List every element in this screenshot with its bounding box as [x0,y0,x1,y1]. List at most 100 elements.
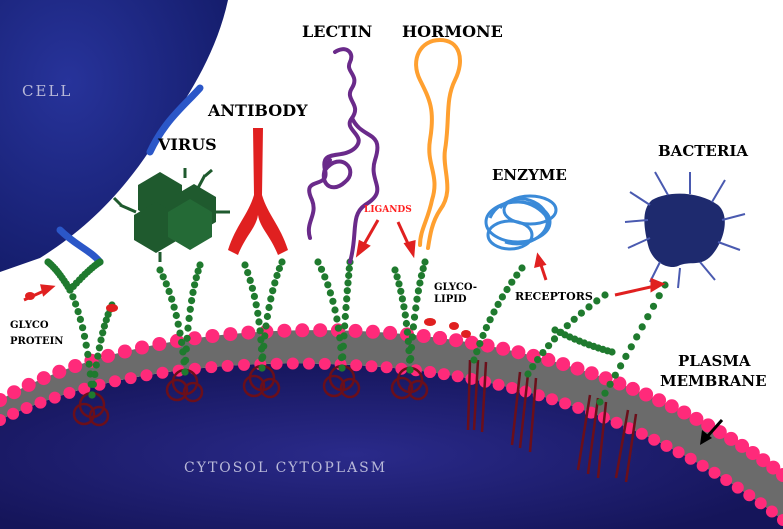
antibody-label: ANTIBODY [207,101,308,120]
sugar-bead [96,258,103,265]
lipid-head [135,341,149,355]
sugar-bead [188,297,195,304]
lectin [309,49,378,262]
sugar-bead [261,332,268,339]
ligands-label: LIGANDS [364,205,412,215]
sugar-bead [406,366,413,373]
sugar-bead [413,296,420,303]
bacteria [625,172,745,288]
sugar-bead [411,314,418,321]
lipid-head [755,497,767,509]
lipid-head [689,412,703,426]
sugar-bead [402,311,409,318]
plasma-label-line1: PLASMA [678,352,751,370]
sugar-bead [168,296,175,303]
lipid-head [366,360,378,372]
sugar-bead [184,325,191,332]
bacteria-label: BACTERIA [658,142,748,160]
sugar-bead [346,265,353,272]
sugar-bead [79,324,86,331]
sugar-bead [156,266,163,273]
sugar-bead [340,332,347,339]
sugar-bead [487,316,494,323]
lipid-head [506,382,518,394]
sugar-bead [415,287,422,294]
cytosol-label: CYTOSOL CYTOPLASM [184,460,387,476]
sugar-bead [612,372,619,379]
lipid-head [720,474,732,486]
sugar-bead [81,333,88,340]
sugar-bead [539,349,546,356]
sugar-bead [318,266,325,273]
sugar-bead [96,344,103,351]
lipid-head [433,331,447,345]
lipid-head [118,345,132,359]
enzyme [486,196,556,249]
sugar-bead [395,280,402,287]
lipid-head [223,327,237,341]
sugar-bead [329,298,336,305]
lipid-head [49,392,61,404]
sugar-bead [408,344,415,351]
sugar-bead [412,304,419,311]
sugar-bead [416,279,423,286]
sugar-bead [324,281,331,288]
receptor-arrow [615,286,655,295]
lipid-head [511,345,525,359]
sugar-bead [99,329,106,336]
sugar-bead [571,316,578,323]
sugar-bead [394,273,401,280]
sugar-bead [551,335,558,342]
lipid-head [35,397,47,409]
lipid-head [381,361,393,373]
lipid-head [626,382,640,396]
lipid-head [313,323,327,337]
sugar-bead [403,320,410,327]
sugar-bead [94,353,101,360]
lipid-head [21,402,33,414]
lipid-head [7,408,19,420]
sugar-bead [72,300,79,307]
lipid-head [238,359,250,371]
sugar-bead [265,304,272,311]
sugar-bead [513,272,520,279]
sugar-bead [278,258,285,265]
lipid-head [673,446,685,458]
sugar-bead [182,357,189,364]
lipid-head [452,370,464,382]
sugar-bead [97,336,104,343]
sugar-bead [189,289,196,296]
lipid-head [556,357,570,371]
sugar-bead [166,288,173,295]
sugar-bead [196,261,203,268]
sugar-bead [345,272,352,279]
lipid-head [295,323,309,337]
sugar-bead [269,287,276,294]
sugar-bead [276,265,283,272]
lipid-head [109,375,121,387]
hormone [416,40,460,248]
enzyme-label: ENZYME [492,166,567,184]
lipid-head [661,440,673,452]
sugar-bead [184,335,191,342]
sugar-bead [83,342,90,349]
sugar-bead [44,258,51,265]
lipid-head [685,453,697,465]
sugar-bead [628,343,635,350]
lipid-head [546,393,558,405]
glycolipid-label-line2: LIPID [434,294,467,305]
sugar-bead [656,292,663,299]
lipid-head [277,324,291,338]
sugar-bead [601,390,608,397]
sugar-bead [518,264,525,271]
glycolipid-label-line1: GLYCO- [434,282,477,293]
lipid-head [585,366,599,380]
sugar-bead [163,280,170,287]
sugar-bead [331,306,338,313]
sugar-bead [341,322,348,329]
lipid-head [697,460,709,472]
sugar-bead [470,356,477,363]
sugar-bead [175,321,182,328]
